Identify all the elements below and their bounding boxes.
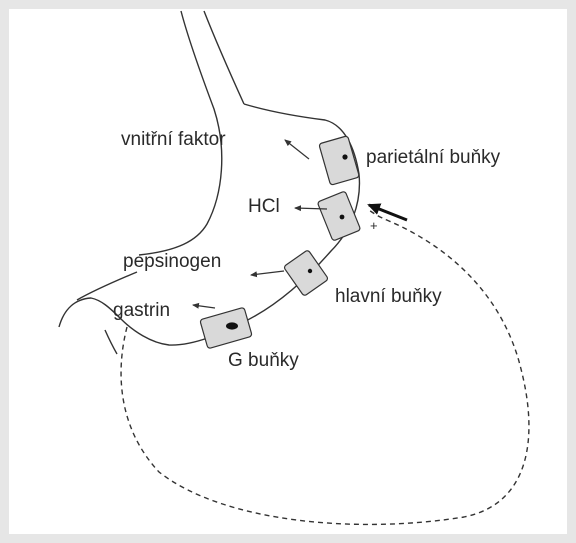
parietal-cell-lower [317, 191, 361, 241]
label-hcl: HCl [248, 197, 280, 216]
esophagus-inner-wall [204, 11, 244, 104]
label-gastrin: gastrin [113, 301, 170, 320]
gastrin-arrow [193, 305, 215, 308]
pepsinogen-arrow [251, 271, 284, 275]
chief-cell [283, 250, 328, 297]
label-intrinsic-factor: vnitřní faktor [121, 130, 226, 149]
pylorus-outline [105, 330, 117, 354]
stomach-diagram [9, 9, 567, 534]
intrinsic-factor-arrow [285, 140, 309, 159]
duodenum-outline [77, 272, 137, 300]
label-pepsinogen: pepsinogen [123, 252, 221, 271]
g-cell [200, 307, 252, 349]
label-chief-cells: hlavní buňky [335, 287, 442, 306]
label-g-cells: G buňky [228, 351, 299, 370]
parietal-cell-upper [319, 136, 360, 186]
label-parietal-cells: parietální buňky [366, 148, 500, 167]
plus-sign: + [370, 219, 378, 232]
diagram-panel: vnitřní faktor parietální buňky HCl + pe… [9, 9, 567, 534]
